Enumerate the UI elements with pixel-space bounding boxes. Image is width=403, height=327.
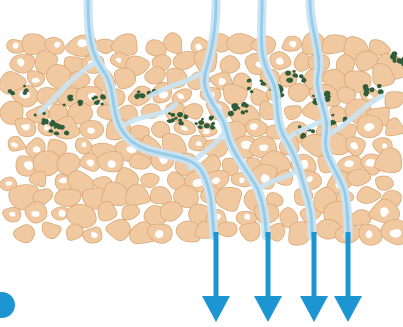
grain-pore <box>239 177 244 183</box>
down-arrow-icon <box>202 296 230 322</box>
contaminant-particle <box>194 122 197 125</box>
sand-grain <box>8 136 25 151</box>
sand-grain <box>160 202 182 222</box>
sand-grain <box>240 222 260 241</box>
sand-grain <box>145 67 166 85</box>
outlet-arrow-layer <box>202 232 362 322</box>
sand-grain <box>106 219 130 240</box>
sand-grain <box>141 173 160 187</box>
sand-grain <box>347 169 370 186</box>
contaminant-particle <box>377 84 382 88</box>
contaminant-particle <box>391 51 397 56</box>
down-arrow-icon <box>300 296 328 322</box>
sand-grain <box>150 187 171 204</box>
sand-grain <box>375 176 393 190</box>
sand-grain <box>350 210 371 226</box>
contaminant-particle <box>310 129 315 133</box>
sand-grain <box>217 222 237 237</box>
sand-grain <box>122 205 140 220</box>
grain-pore <box>9 212 15 217</box>
sand-grain <box>114 68 135 89</box>
blue-circle-marker <box>0 292 15 318</box>
sand-grain <box>111 34 137 55</box>
contaminant-particle <box>201 118 204 121</box>
contaminant-particle <box>171 113 176 117</box>
sand-grain <box>55 189 81 206</box>
sand-grain <box>357 187 381 204</box>
down-arrow-icon <box>254 296 282 322</box>
sand-grain <box>13 225 34 243</box>
contaminant-particle <box>299 74 304 78</box>
contaminant-particle <box>198 120 204 125</box>
sand-grain-layer <box>0 32 403 246</box>
sand-grain <box>288 83 309 101</box>
sand-grain <box>67 224 84 240</box>
contaminant-particle <box>247 87 251 91</box>
down-arrow-icon <box>334 296 362 322</box>
sand-grain <box>385 92 403 109</box>
sand-grain <box>284 106 301 120</box>
contaminant-particle <box>369 87 374 92</box>
sand-grain <box>215 187 241 211</box>
contaminant-particle <box>209 116 214 121</box>
sand-grain <box>42 222 61 239</box>
sand-grain <box>220 56 240 74</box>
sand-grain <box>173 51 197 69</box>
contaminant-particle <box>211 122 215 126</box>
